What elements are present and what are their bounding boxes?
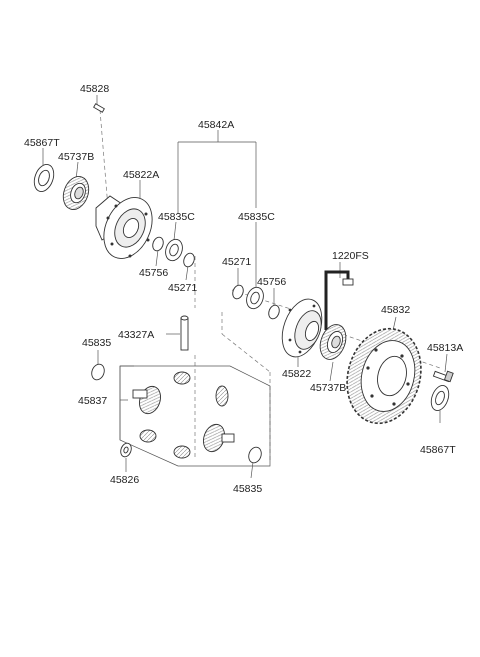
ring-45756-left-part	[152, 236, 164, 252]
label-45822: 45822	[282, 368, 311, 380]
ring-45756-right-part	[268, 304, 280, 320]
differential-case-45822-part	[281, 298, 323, 358]
label-45813A: 45813A	[427, 342, 463, 354]
ring-45271-right-part	[232, 284, 244, 300]
label-45867T-right: 45867T	[420, 444, 456, 456]
label-45271-right: 45271	[222, 256, 251, 268]
washer-45835C-left-part	[165, 238, 183, 262]
label-45756-left: 45756	[139, 267, 168, 279]
differential-case-45822A-part	[95, 195, 153, 259]
label-45822A: 45822A	[123, 169, 159, 181]
label-45828: 45828	[80, 83, 109, 95]
gear-set-45837-part	[132, 371, 235, 459]
label-1220FS: 1220FS	[332, 250, 369, 262]
washer-45826-part	[120, 442, 132, 458]
label-45832: 45832	[381, 304, 410, 316]
bolt-45813A-part	[432, 370, 454, 383]
washer-45835C-right-part	[246, 286, 264, 310]
bolt-1220FS-part	[324, 270, 354, 330]
ring-gear-45832-part	[346, 327, 422, 425]
label-45835C-right: 45835C	[238, 211, 275, 223]
bearing-45737B-left-part	[62, 176, 90, 210]
shim-45867T-left-part	[33, 164, 55, 192]
ring-45271-left-part	[183, 252, 195, 268]
washer-45835-bottom-part	[248, 446, 262, 464]
label-45835C-left: 45835C	[158, 211, 195, 223]
label-45756-right: 45756	[257, 276, 286, 288]
pin-45828-part	[93, 103, 105, 113]
label-45826: 45826	[110, 474, 139, 486]
label-45271-left: 45271	[168, 282, 197, 294]
label-45835-bottom: 45835	[233, 483, 262, 495]
label-43327A: 43327A	[118, 329, 154, 341]
label-45837: 45837	[78, 395, 107, 407]
label-45737B-right: 45737B	[310, 382, 346, 394]
washer-45835-top-part	[91, 363, 105, 381]
label-45842A: 45842A	[198, 119, 234, 131]
bearing-45737B-right-part	[319, 324, 347, 360]
part-number-labels: 45828 45867T 45737B 45822A 45842A 45835C…	[24, 83, 463, 495]
label-45867T-left: 45867T	[24, 137, 60, 149]
shim-45867T-right-part	[430, 385, 450, 411]
pinion-shaft-43327A-part	[180, 315, 189, 351]
label-45835-top: 45835	[82, 337, 111, 349]
label-45737B-left: 45737B	[58, 151, 94, 163]
